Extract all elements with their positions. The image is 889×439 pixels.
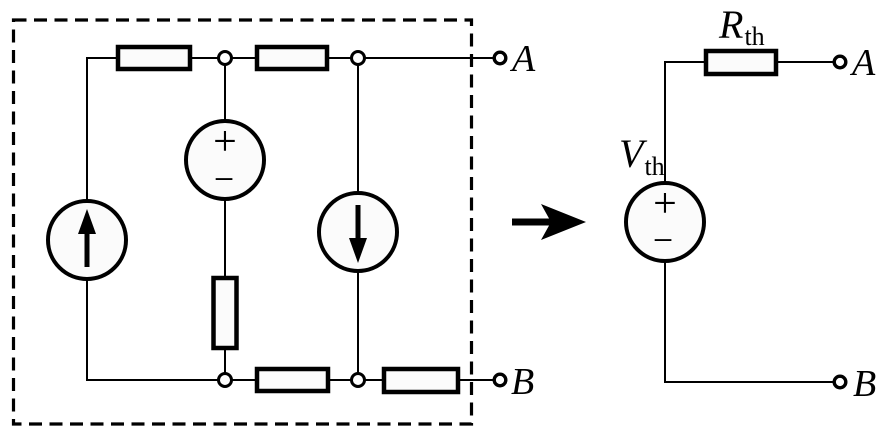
network-boundary-box xyxy=(11,18,474,426)
current-source-down xyxy=(317,191,399,273)
rth-label: Rth xyxy=(718,2,765,51)
wire-bottom-left xyxy=(86,279,219,381)
voltage-source-left: + − xyxy=(184,119,266,201)
wire-top-left xyxy=(86,57,118,201)
minus-sign: − xyxy=(214,159,234,199)
current-source-up xyxy=(46,199,128,281)
arrow-down-icon xyxy=(349,205,367,263)
wire-bottom-corner xyxy=(664,260,834,383)
plus-sign: + xyxy=(653,181,677,227)
terminal-a-left xyxy=(492,50,508,66)
voltage-source-thevenin: + − xyxy=(624,181,706,263)
terminal-b-left xyxy=(492,372,508,388)
node-bottom-2 xyxy=(350,372,366,388)
vth-label: Vth xyxy=(619,131,665,181)
vth-label-sub: th xyxy=(644,152,664,181)
resistor-bottom-left xyxy=(254,366,331,394)
node-top-1 xyxy=(217,50,233,66)
rth-label-sub: th xyxy=(744,22,764,51)
minus-sign: − xyxy=(653,220,673,260)
terminal-a-right xyxy=(832,54,848,70)
arrow-up-icon xyxy=(78,209,96,267)
left-circuit-wires xyxy=(86,57,494,381)
right-circuit: Rth Vth + − A B xyxy=(619,2,876,405)
terminal-b-label-left: B xyxy=(511,361,534,403)
terminal-a-label-right: A xyxy=(849,42,876,84)
resistor-top-right xyxy=(254,44,330,72)
node-bottom-1 xyxy=(217,372,233,388)
resistor-bottom-right xyxy=(381,366,461,395)
voltage-source-circle xyxy=(184,119,266,201)
arrow-right-icon xyxy=(512,204,586,240)
left-circuit: + − xyxy=(11,18,536,426)
resistor-rth xyxy=(703,48,779,77)
resistor-middle-vertical xyxy=(211,275,239,351)
terminal-a-label-left: A xyxy=(509,38,536,80)
rth-label-main: R xyxy=(718,2,743,47)
right-circuit-wires xyxy=(664,61,834,383)
vth-label-main: V xyxy=(619,131,648,176)
wire-top-corner xyxy=(664,61,706,183)
terminal-b-right xyxy=(832,374,848,390)
terminal-b-label-right: B xyxy=(853,363,876,405)
resistor-top-left xyxy=(115,44,193,72)
plus-sign: + xyxy=(213,119,237,165)
vth-source-circle xyxy=(624,181,706,263)
node-top-2 xyxy=(350,50,366,66)
